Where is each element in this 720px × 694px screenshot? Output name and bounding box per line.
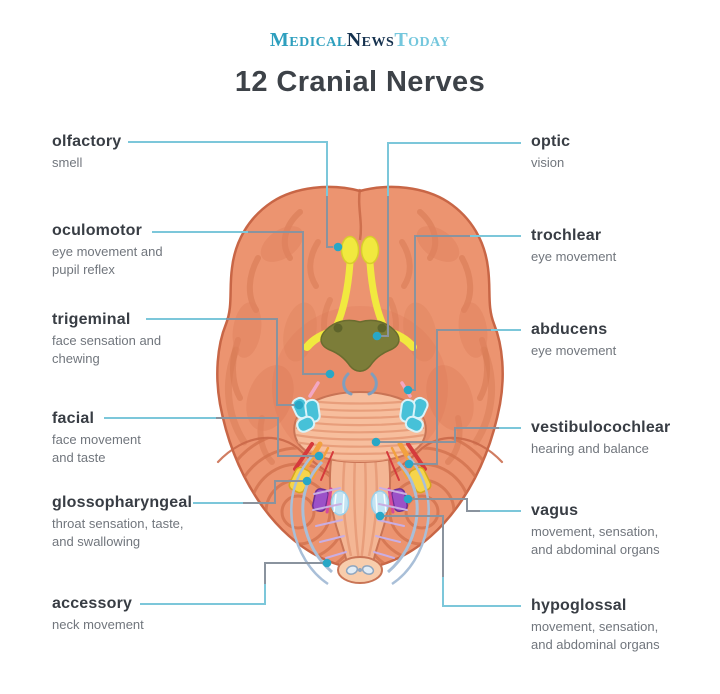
- nerve-function-line: eye movement: [531, 343, 617, 358]
- nerve-name: optic: [531, 133, 571, 150]
- nerve-name: glossopharyngeal: [52, 494, 193, 511]
- nerve-label-glossopharyngeal: glossopharyngeal throat sensation, taste,…: [52, 494, 227, 551]
- nerve-label-trochlear: trochlear eye movement: [531, 227, 706, 266]
- nerve-dot-abducens: [404, 459, 414, 469]
- medical-news-today-logo: MedicalNewsToday: [0, 30, 720, 50]
- logo-word-news: News: [346, 29, 395, 51]
- nerve-function-line: face movement: [52, 432, 141, 447]
- nerve-function-line: vision: [531, 155, 565, 170]
- nerve-label-vestibulocochlear: vestibulocochlear hearing and balance: [531, 419, 706, 458]
- leader-lines-layer: [104, 141, 521, 607]
- leader-line-inner-hypoglossal: [384, 515, 444, 577]
- leader-line-inner-accessory: [264, 562, 323, 584]
- nerve-function-line: movement, sensation,: [531, 619, 659, 634]
- nerve-dot-hypoglossal: [375, 511, 385, 521]
- nerve-dot-accessory: [322, 558, 332, 568]
- leader-line-accessory: [140, 584, 266, 605]
- leader-line-inner-abducens: [413, 329, 491, 465]
- hypoglossal-root: [330, 490, 350, 516]
- nerve-function-line: hearing and balance: [531, 441, 649, 456]
- leader-line-optic: [387, 142, 521, 196]
- nerve-function-line: throat sensation, taste,: [52, 516, 184, 531]
- trochlear-nerve-root: [308, 381, 320, 398]
- nerve-dot-trigeminal: [294, 400, 304, 410]
- leader-line-inner-optic: [381, 196, 389, 337]
- nerve-label-facial: facial face movement and taste: [52, 410, 227, 467]
- vagus-root: [312, 488, 329, 513]
- nerve-function-line: pupil reflex: [52, 262, 115, 277]
- oculomotor-nerve-root: [342, 372, 353, 396]
- nerve-dot-oculomotor: [325, 369, 335, 379]
- page-title: 12 Cranial Nerves: [234, 66, 486, 98]
- nerve-name: oculomotor: [52, 222, 142, 239]
- nerve-dot-vestibulocochlear: [371, 437, 381, 447]
- nerve-name: hypoglossal: [531, 597, 627, 614]
- nerve-function-line: and swallowing: [52, 534, 141, 549]
- nerve-function-line: and taste: [52, 450, 106, 465]
- gyri-texture: [216, 209, 354, 484]
- nerve-function-line: smell: [52, 155, 83, 170]
- nerve-rootlets: [312, 487, 347, 559]
- nerve-name: abducens: [531, 321, 608, 338]
- longitudinal-fissure: [357, 188, 363, 241]
- logo-word-medical: Medical: [269, 29, 347, 51]
- nerve-function-line: movement, sensation,: [531, 524, 659, 539]
- nerve-structures-left: [288, 235, 360, 586]
- leader-line-inner-facial: [216, 417, 315, 457]
- nerve-label-olfactory: olfactory smell: [52, 133, 227, 172]
- leader-line-inner-trochlear: [412, 235, 470, 391]
- nerve-function-line: chewing: [52, 351, 100, 366]
- nerve-function-line: eye movement: [531, 249, 617, 264]
- nerve-dot-trochlear: [403, 385, 413, 395]
- nerve-name: vestibulocochlear: [531, 419, 671, 436]
- leader-line-inner-trigeminal: [226, 318, 295, 406]
- leader-line-olfactory: [128, 141, 328, 196]
- nerve-label-optic: optic vision: [531, 133, 706, 172]
- nerve-label-accessory: accessory neck movement: [52, 595, 227, 634]
- nerve-dot-olfactory: [333, 242, 343, 252]
- nerve-function-line: eye movement and: [52, 244, 163, 259]
- nerve-name: vagus: [531, 502, 579, 519]
- nerve-name: trigeminal: [52, 311, 131, 328]
- leader-line-inner-vestibulocochlear: [380, 427, 499, 443]
- leader-line-inner-olfactory: [326, 196, 333, 248]
- olfactory-bulb: [340, 235, 360, 265]
- nerve-label-vagus: vagus movement, sensation, and abdominal o…: [531, 502, 706, 559]
- nerve-dot-vagus: [403, 494, 413, 504]
- leader-line-hypoglossal: [442, 577, 521, 607]
- nerve-function-line: and abdominal organs: [531, 542, 660, 557]
- logo-word-today: Today: [394, 29, 451, 51]
- leader-line-inner-glossopharyngeal: [243, 480, 303, 504]
- nerve-function-line: and abdominal organs: [531, 637, 660, 652]
- nerve-dot-facial: [314, 451, 324, 461]
- nerve-label-trigeminal: trigeminal face sensation and chewing: [52, 311, 227, 368]
- leader-line-inner-oculomotor: [248, 231, 326, 375]
- spinal-cord-tip: [337, 556, 383, 584]
- nerve-name: trochlear: [531, 227, 602, 244]
- nerve-label-oculomotor: oculomotor eye movement and pupil reflex: [52, 222, 227, 279]
- nerve-function-line: face sensation and: [52, 333, 162, 348]
- nerve-dot-optic: [372, 331, 382, 341]
- nerve-label-abducens: abducens eye movement: [531, 321, 706, 360]
- nerve-name: olfactory: [52, 133, 122, 150]
- nerve-name: accessory: [52, 595, 133, 612]
- nerve-function-line: neck movement: [52, 617, 144, 632]
- nerve-label-hypoglossal: hypoglossal movement, sensation, and abdom…: [531, 597, 706, 654]
- accessory-nerve-line: [290, 455, 333, 586]
- leader-line-inner-vagus: [412, 498, 480, 512]
- nerve-name: facial: [52, 410, 95, 427]
- nerve-dot-glossopharyngeal: [302, 476, 312, 486]
